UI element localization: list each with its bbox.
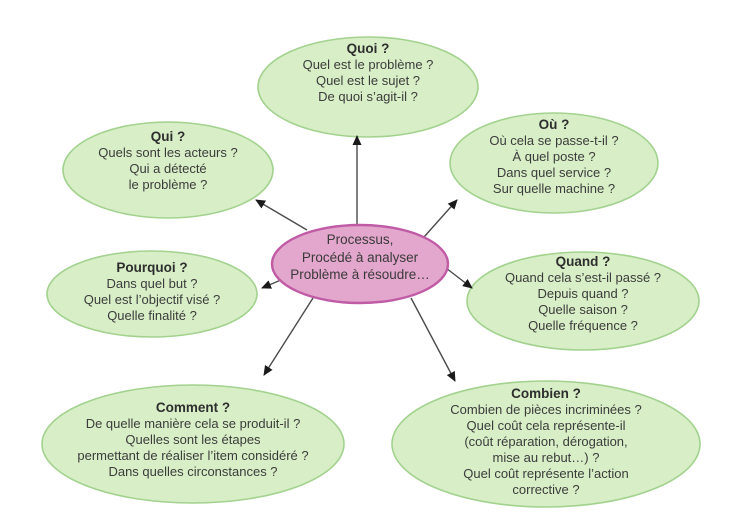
arrow-to-qui (255, 199, 308, 231)
arrow-to-combien (410, 297, 456, 382)
ellipse-qui (62, 121, 274, 219)
ellipse-combien (391, 380, 701, 508)
ellipse-center (270, 223, 450, 305)
arrow-to-ou (423, 199, 458, 238)
ellipse-quand (466, 251, 700, 351)
ellipse-comment (41, 384, 345, 504)
arrow-to-quand (445, 267, 473, 289)
ellipse-quoi (257, 36, 479, 138)
ellipse-ou (449, 112, 659, 214)
ellipse-pourquoi (46, 250, 258, 338)
arrow-to-comment (263, 297, 314, 376)
